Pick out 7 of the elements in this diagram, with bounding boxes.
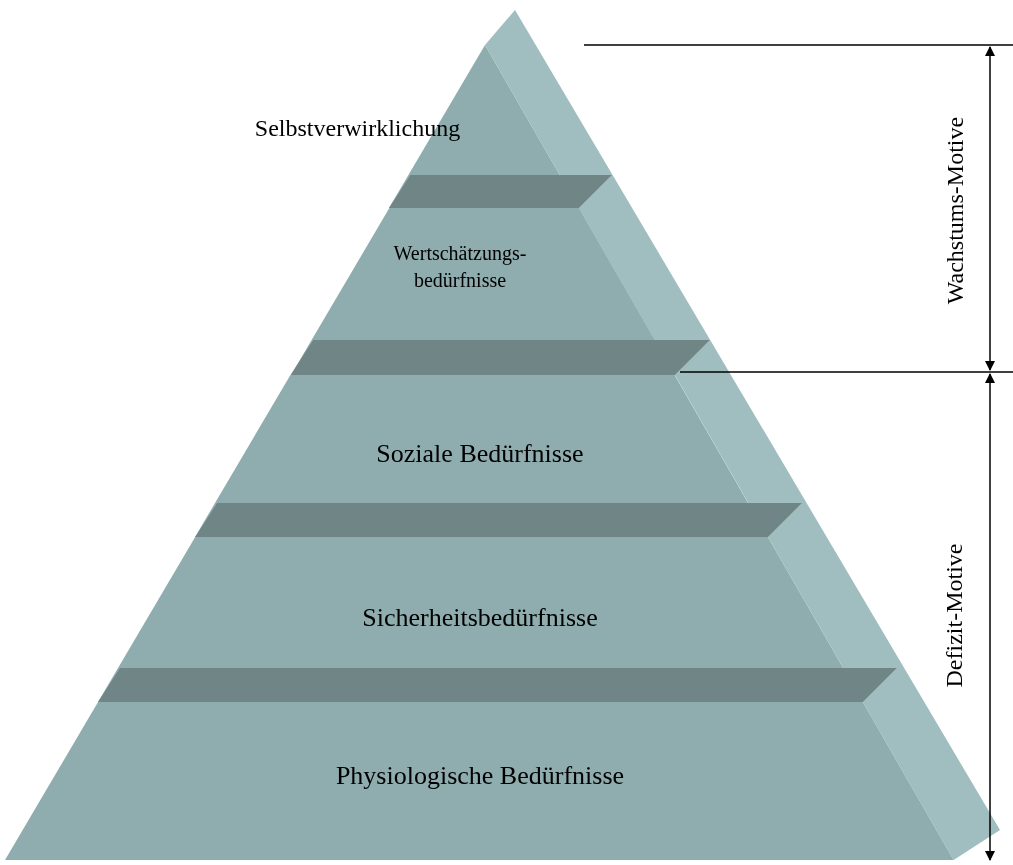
- layer-label: Sicherheitsbedürfnisse: [361, 602, 599, 634]
- layer-label: Wertschätzungs- bedürfnisse: [392, 241, 528, 293]
- dimension-label: Wachstums-Motive: [941, 116, 969, 304]
- layer-label: Soziale Bedürfnisse: [375, 438, 585, 470]
- dimension-label: Defizit-Motive: [941, 543, 969, 687]
- layer-label: Selbstverwirklichung: [253, 114, 462, 143]
- layer-label: Physiologische Bedürfnisse: [334, 760, 626, 792]
